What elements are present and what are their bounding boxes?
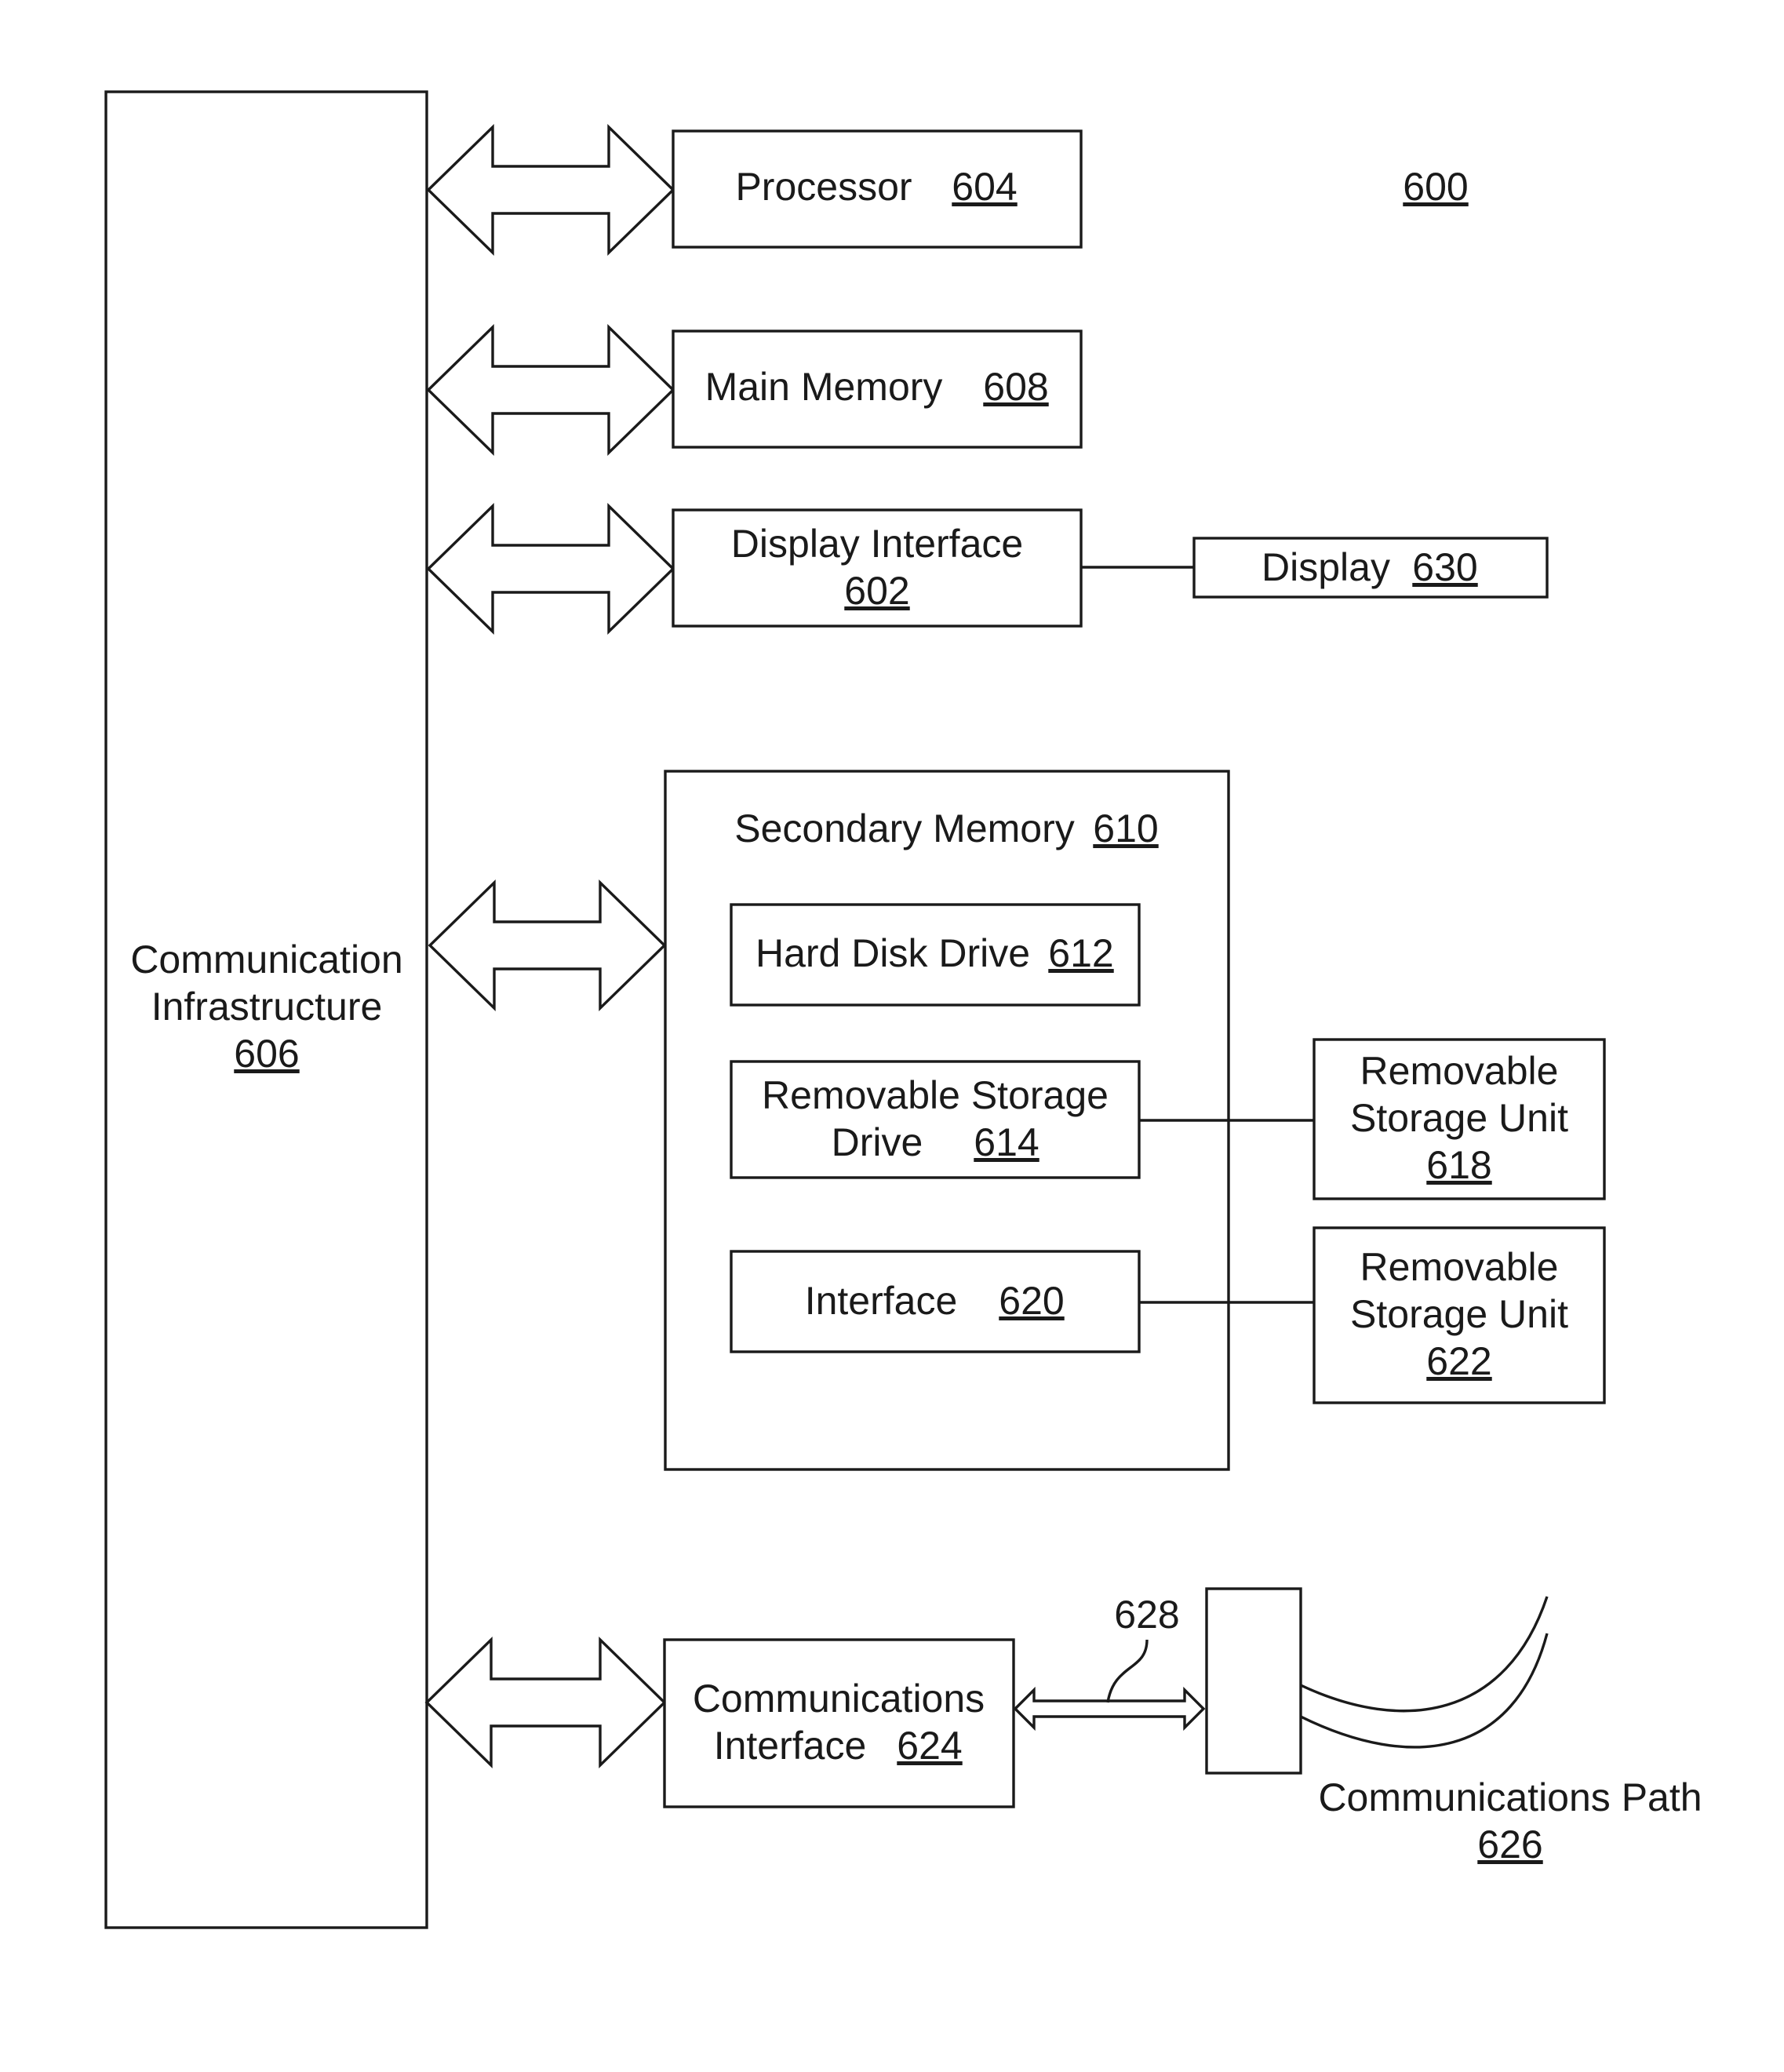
bus-arrow-secondary-memory: [430, 883, 664, 1008]
communications-path-terminal: [1207, 1589, 1301, 1773]
signal-628-leader: [1108, 1640, 1147, 1702]
display-interface-ref: 602: [844, 569, 909, 613]
communication-infrastructure-block: Communication Infrastructure 606: [106, 92, 427, 1928]
removable-storage-drive-line2: Drive: [832, 1120, 923, 1164]
hard-disk-drive-ref: 612: [1048, 931, 1113, 975]
communications-path-label: Communications Path: [1318, 1775, 1702, 1819]
removable-storage-drive-block: Removable Storage Drive 614: [731, 1061, 1139, 1178]
removable-storage-unit-618-line2: Storage Unit: [1350, 1096, 1568, 1140]
communication-infrastructure-ref: 606: [234, 1032, 299, 1076]
bus-arrow-communications-interface: [427, 1640, 664, 1765]
communications-interface-line1: Communications: [693, 1677, 985, 1721]
interface-ref: 620: [999, 1279, 1064, 1323]
bus-arrow-processor: [428, 127, 673, 253]
secondary-memory-label: Secondary Memory: [734, 807, 1075, 850]
removable-storage-unit-618-block: Removable Storage Unit 618: [1314, 1040, 1604, 1199]
removable-storage-unit-622-line1: Removable: [1360, 1245, 1559, 1289]
figure-ref-label: 600: [1403, 165, 1468, 209]
display-block: Display 630: [1194, 538, 1547, 597]
signal-628-ref: 628: [1114, 1593, 1179, 1637]
bus-arrow-main-memory: [428, 327, 673, 453]
removable-storage-unit-618-ref: 618: [1426, 1143, 1491, 1187]
display-ref: 630: [1412, 545, 1477, 589]
processor-ref: 604: [952, 165, 1017, 209]
main-memory-block: Main Memory 608: [673, 331, 1081, 447]
display-label: Display: [1262, 545, 1390, 589]
communications-interface-ref: 624: [897, 1724, 962, 1768]
main-memory-ref: 608: [983, 365, 1048, 409]
display-interface-label: Display Interface: [731, 522, 1023, 566]
removable-storage-drive-line1: Removable Storage: [762, 1073, 1109, 1117]
processor-label: Processor: [735, 165, 912, 209]
communication-infrastructure-line1: Communication: [130, 938, 402, 981]
removable-storage-drive-ref: 614: [974, 1120, 1039, 1164]
secondary-memory-ref: 610: [1093, 807, 1158, 850]
communications-path-curve-upper: [1301, 1597, 1547, 1711]
communications-path-curve-lower: [1301, 1633, 1547, 1747]
main-memory-label: Main Memory: [705, 365, 943, 409]
communications-path-ref: 626: [1477, 1823, 1542, 1866]
communications-interface-line2: Interface: [714, 1724, 867, 1768]
processor-block: Processor 604: [673, 131, 1081, 247]
communication-infrastructure-line2: Infrastructure: [151, 985, 383, 1029]
removable-storage-unit-622-line2: Storage Unit: [1350, 1292, 1568, 1336]
removable-storage-unit-618-line1: Removable: [1360, 1049, 1559, 1093]
removable-storage-unit-622-block: Removable Storage Unit 622: [1314, 1228, 1604, 1403]
bus-arrow-display-interface: [428, 506, 673, 632]
bus-arrows: [427, 127, 673, 1765]
display-interface-block: Display Interface 602: [673, 510, 1081, 626]
communications-interface-block: Communications Interface 624: [664, 1640, 1014, 1807]
hard-disk-drive-block: Hard Disk Drive 612: [731, 905, 1139, 1005]
hard-disk-drive-label: Hard Disk Drive: [755, 931, 1030, 975]
interface-label: Interface: [805, 1279, 958, 1323]
interface-block: Interface 620: [731, 1251, 1139, 1352]
removable-storage-unit-622-ref: 622: [1426, 1339, 1491, 1383]
